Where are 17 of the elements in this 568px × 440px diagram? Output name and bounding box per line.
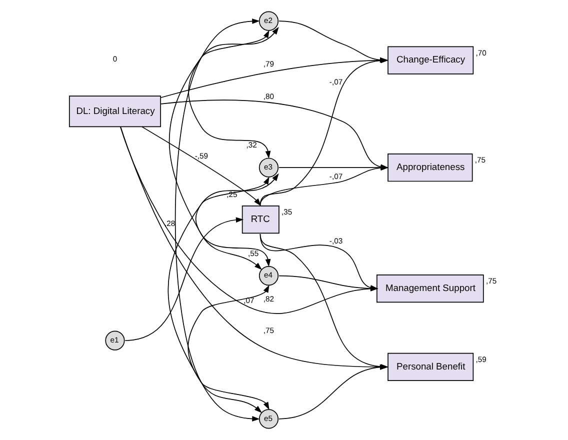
edge-label: ,32 [246, 140, 256, 150]
edge-label: ,75 [262, 326, 274, 336]
edge-label: -,03 [328, 236, 342, 246]
edge-label: ,28 [164, 219, 175, 228]
edge-label: -,07 [328, 172, 342, 181]
node-label: ,75 [474, 156, 486, 165]
node-label: ,59 [475, 355, 486, 364]
node-label: ,35 [281, 208, 292, 217]
edge-label: ,79 [262, 59, 274, 68]
edge-label: -,59 [194, 151, 208, 160]
node-label: ,70 [475, 48, 486, 58]
node-label: ,75 [485, 276, 496, 286]
edge-label: ,55 [247, 249, 258, 258]
edge-label: ,82 [262, 294, 274, 304]
edge-label: -,07 [328, 77, 342, 86]
edge-label: ,80 [262, 92, 274, 101]
label: 0 [112, 54, 117, 64]
